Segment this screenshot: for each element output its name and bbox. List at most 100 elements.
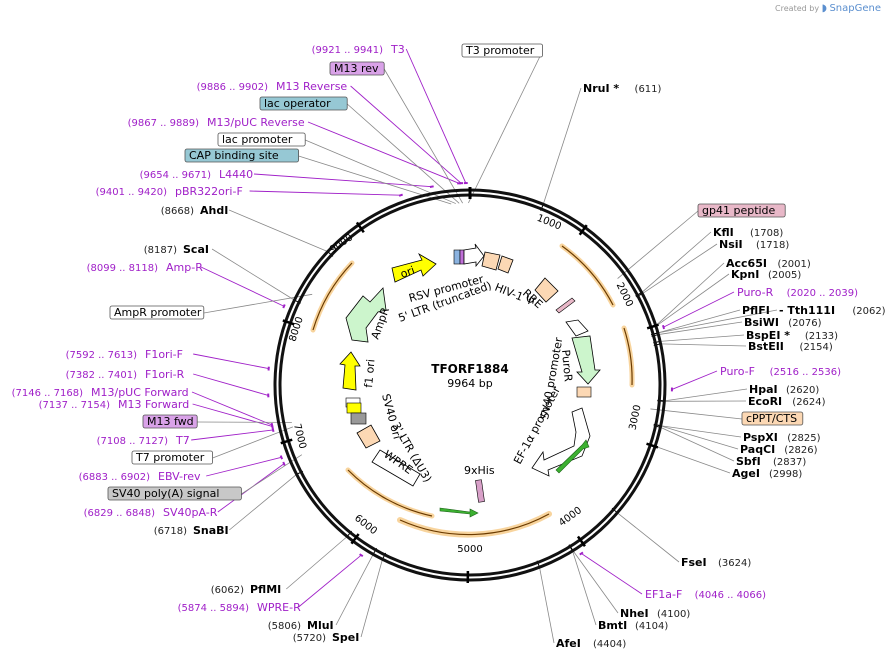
sv40-polya-block[interactable] <box>350 412 367 425</box>
restriction-site-label[interactable]: NruI * <box>583 82 619 95</box>
primer-label[interactable]: M13/pUC Forward <box>91 386 189 399</box>
restriction-site-label[interactable]: HpaI <box>749 383 778 396</box>
primer-label[interactable]: T7 <box>175 434 190 447</box>
site-leader-line <box>660 343 747 347</box>
feature-label[interactable]: gp41 peptide <box>702 204 776 217</box>
primer-mark <box>282 461 286 466</box>
feature-label[interactable]: SV40 poly(A) signal <box>112 487 219 500</box>
primer-label[interactable]: M13 Reverse <box>276 80 347 93</box>
primer-label[interactable]: F1ori-R <box>145 368 185 381</box>
feature-label[interactable]: CAP binding site <box>189 149 279 162</box>
feature-label[interactable]: lac operator <box>264 97 331 110</box>
restriction-site-label[interactable]: PflFI <box>742 304 770 317</box>
feature-box <box>217 132 306 147</box>
restriction-site-label[interactable]: FseI <box>681 556 707 569</box>
restriction-site-label[interactable]: KflI <box>713 226 734 239</box>
ori-arrow[interactable] <box>391 252 437 283</box>
puror-arrow[interactable] <box>571 335 601 385</box>
primer-label[interactable]: M13 Forward <box>118 398 189 411</box>
sv40-ori-block[interactable] <box>346 402 362 414</box>
hiv-psi-block[interactable] <box>497 255 514 274</box>
restriction-site-label[interactable]: BsiWI <box>744 316 779 329</box>
site-leader-line <box>228 209 328 252</box>
site-position: (4404) <box>593 639 626 650</box>
feature-label[interactable]: T7 promoter <box>135 451 205 464</box>
primer-label[interactable]: Puro-F <box>720 365 755 378</box>
sv40-promoter-block[interactable] <box>576 386 592 398</box>
orf-orange-arc-2-line <box>623 327 633 386</box>
primer-label[interactable]: M13/pUC Reverse <box>207 116 305 129</box>
restriction-site-label[interactable]: PspXI <box>743 431 778 444</box>
primer-label[interactable]: WPRE-R <box>257 601 301 614</box>
site-position: (2076) <box>788 318 821 329</box>
primer-position: (7592 .. 7613) <box>66 350 138 361</box>
primer-label[interactable]: pBR322ori-F <box>175 185 243 198</box>
feature-label[interactable]: T3 promoter <box>465 44 535 57</box>
feature-label[interactable]: AmpR promoter <box>114 306 202 319</box>
site-leader-line <box>229 474 297 531</box>
restriction-site-label[interactable]: EcoRI <box>748 395 782 408</box>
restriction-site-label[interactable]: SbfI <box>736 455 761 468</box>
wpre-arrow[interactable] <box>371 449 421 487</box>
feature-leader-line <box>650 408 743 420</box>
primer-label[interactable]: Puro-R <box>737 286 774 299</box>
ltr3-block[interactable] <box>356 424 381 449</box>
ampr-arrow[interactable] <box>345 287 387 343</box>
restriction-site-label[interactable]: - Tth111I <box>779 304 835 317</box>
lac-block[interactable] <box>459 249 465 265</box>
restriction-site-label[interactable]: BspEI * <box>746 329 790 342</box>
site-position: (1718) <box>756 240 789 251</box>
restriction-site-label[interactable]: BstEII <box>748 340 784 353</box>
snapgene-branding: Created by ◗ SnapGene <box>775 3 881 14</box>
restriction-site-label[interactable]: KpnI <box>731 268 759 281</box>
restriction-site-label[interactable]: MluI <box>307 619 334 632</box>
gp41-block[interactable] <box>555 297 576 314</box>
orf-green-arrow-1[interactable] <box>439 507 479 518</box>
feature-label[interactable]: M13 fwd <box>147 415 194 428</box>
feature-box <box>741 411 804 426</box>
restriction-site-label[interactable]: AfeI <box>556 637 581 650</box>
feature-label[interactable]: cPPT/CTS <box>746 412 797 425</box>
feature-label[interactable]: M13 rev <box>334 62 379 75</box>
primer-label[interactable]: F1ori-F <box>145 348 183 361</box>
restriction-site-label[interactable]: AhdI <box>200 204 228 217</box>
cppt-arrow[interactable] <box>565 319 589 337</box>
restriction-site-label[interactable]: ScaI <box>183 243 209 256</box>
site-leader-line <box>657 309 778 334</box>
primer-label[interactable]: T3 <box>390 43 405 56</box>
restriction-site-label[interactable]: NsiI <box>719 238 743 251</box>
restriction-site-label[interactable]: PflMI <box>250 583 281 596</box>
puror-label: PuroR <box>559 349 575 382</box>
ef1a-promoter-arrow[interactable] <box>531 407 591 477</box>
created-by-text: Created by <box>775 4 820 13</box>
site-position: (8668) <box>161 206 194 217</box>
primer-label[interactable]: SV40pA-R <box>163 506 218 519</box>
site-position: (4100) <box>657 609 690 620</box>
primer-position: (4046 .. 4066) <box>695 590 767 601</box>
orf-orange-arc-1[interactable] <box>559 243 616 308</box>
restriction-site-label[interactable]: SnaBI <box>193 524 229 537</box>
primer-label[interactable]: L4440 <box>219 168 253 181</box>
restriction-site-label[interactable]: Acc65I <box>726 257 767 270</box>
rre-block[interactable] <box>534 277 559 303</box>
plasmid-name: TFORF1884 <box>431 362 508 376</box>
feature-label[interactable]: lac promoter <box>222 133 293 146</box>
restriction-site-label[interactable]: PaqCI <box>740 443 775 456</box>
f1-ori-arrow[interactable] <box>339 351 361 391</box>
his-tag-block[interactable] <box>475 479 485 503</box>
restriction-site-label[interactable]: SpeI <box>332 631 359 644</box>
restriction-site-label[interactable]: NheI <box>620 607 649 620</box>
site-position: (2825) <box>787 433 820 444</box>
ltr5-block[interactable] <box>481 251 501 271</box>
primer-label[interactable]: EBV-rev <box>158 470 201 483</box>
orf-green-arrow-2[interactable] <box>555 439 590 474</box>
restriction-site-label[interactable]: AgeI <box>732 467 760 480</box>
restriction-site-label[interactable]: BmtI <box>598 619 627 632</box>
orf-orange-arc-4-line <box>347 469 433 517</box>
cap-site-block[interactable] <box>453 249 461 265</box>
snapgene-app-name: SnapGene <box>829 3 881 14</box>
tick-mark <box>646 323 659 330</box>
primer-label[interactable]: Amp-R <box>166 261 203 274</box>
primer-label[interactable]: EF1a-F <box>645 588 682 601</box>
rsv-promoter-arrow[interactable] <box>463 243 485 268</box>
